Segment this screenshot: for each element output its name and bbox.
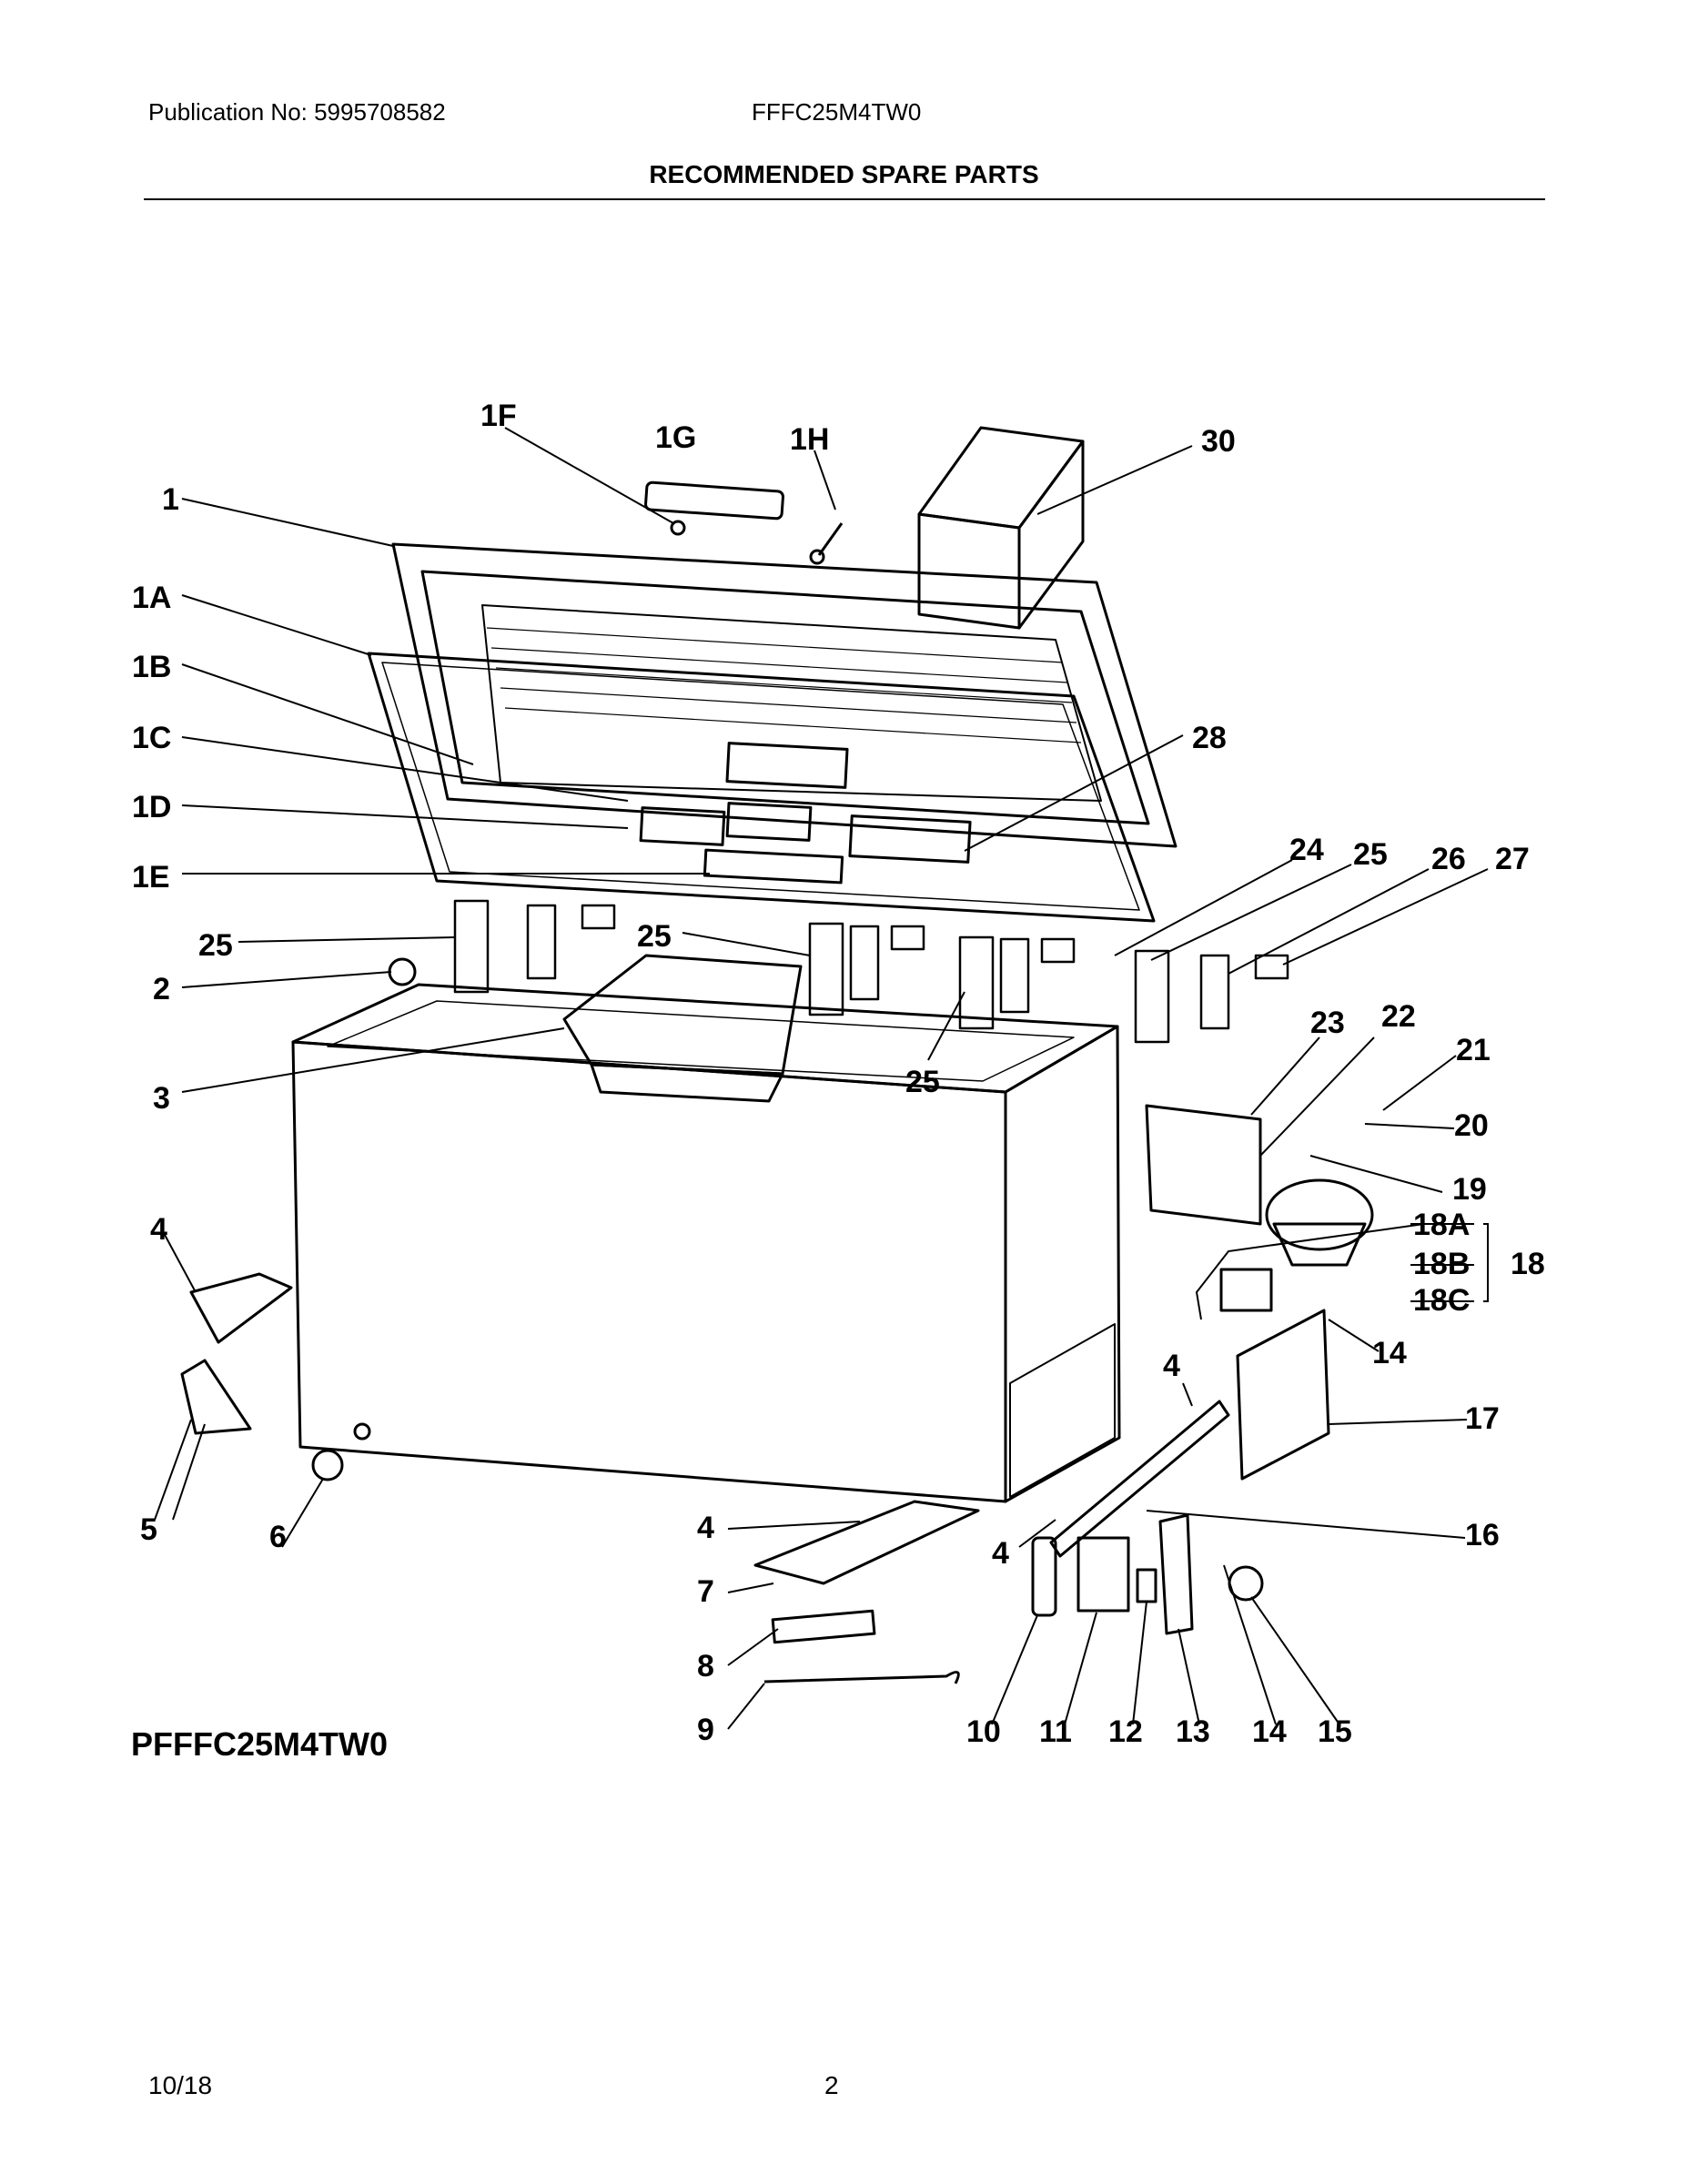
callout-18a: 18A	[1413, 1208, 1470, 1242]
callout-6: 6	[269, 1520, 287, 1554]
compressor	[1265, 1178, 1374, 1251]
callout-19: 19	[1452, 1172, 1487, 1207]
callout-1h: 1H	[790, 422, 829, 457]
callout-18b: 18B	[1413, 1247, 1470, 1281]
part-7-plate	[753, 1500, 980, 1585]
callout-10: 10	[966, 1714, 1001, 1749]
part-30-box	[917, 426, 1085, 630]
callout-1e: 1E	[132, 860, 170, 895]
callout-15: 15	[1318, 1714, 1352, 1749]
callout-14-right: 14	[1372, 1336, 1407, 1370]
freezer-cabinet	[291, 983, 1121, 1503]
title-divider	[144, 198, 1545, 200]
part-12	[1136, 1568, 1157, 1603]
callout-14-bottom: 14	[1252, 1714, 1287, 1749]
callout-18: 18	[1511, 1247, 1545, 1281]
lid-assembly	[367, 542, 1178, 923]
callout-9: 9	[697, 1713, 714, 1747]
basket-part	[562, 954, 803, 1103]
part-13-plate	[1158, 1513, 1194, 1635]
diagram-model-label: PFFFC25M4TW0	[131, 1725, 389, 1763]
callout-2: 2	[153, 972, 170, 1006]
callout-24: 24	[1289, 833, 1324, 867]
callout-1d: 1D	[132, 790, 171, 824]
callout-25-left: 25	[198, 928, 233, 963]
callout-13: 13	[1176, 1714, 1210, 1749]
callout-17: 17	[1465, 1401, 1500, 1436]
callout-1f: 1F	[480, 399, 517, 433]
callout-1g: 1G	[655, 420, 696, 455]
callout-5: 5	[140, 1512, 157, 1547]
part-8	[771, 1609, 876, 1644]
page-title: RECOMMENDED SPARE PARTS	[649, 160, 1039, 188]
callout-4-left: 4	[150, 1212, 167, 1247]
callout-11: 11	[1039, 1714, 1072, 1749]
callout-22: 22	[1381, 999, 1416, 1034]
callout-25-mid: 25	[637, 919, 672, 954]
footer-date: 10/18	[148, 2071, 213, 2099]
control-box	[1145, 1104, 1262, 1226]
callout-1b: 1B	[132, 650, 171, 684]
callout-26: 26	[1431, 842, 1466, 876]
callout-25-lower: 25	[905, 1065, 940, 1099]
part-4-bracket	[189, 1272, 293, 1344]
callout-7: 7	[697, 1574, 714, 1609]
callout-20: 20	[1454, 1108, 1489, 1143]
callout-16: 16	[1465, 1518, 1500, 1552]
footer-page-number: 2	[824, 2071, 839, 2099]
part-2-plug	[388, 957, 417, 986]
part-6-foot	[311, 1449, 344, 1481]
callout-12: 12	[1108, 1714, 1143, 1749]
callout-1a: 1A	[132, 581, 171, 615]
callout-4-right: 4	[1163, 1349, 1180, 1383]
callout-8: 8	[697, 1649, 714, 1684]
callout-3: 3	[153, 1081, 170, 1116]
callout-23: 23	[1310, 1006, 1345, 1040]
publication-number: Publication No: 5995708582	[148, 98, 446, 126]
part-16-rail	[1049, 1400, 1230, 1558]
callout-28: 28	[1192, 721, 1227, 755]
callout-4-lower: 4	[992, 1536, 1009, 1571]
callout-27: 27	[1495, 842, 1530, 876]
relay-part	[1219, 1268, 1273, 1312]
callout-25-top: 25	[1353, 837, 1388, 872]
part-5-bracket	[180, 1359, 252, 1435]
callout-21: 21	[1456, 1033, 1491, 1067]
callout-1c: 1C	[132, 721, 171, 755]
lid-handle-part	[644, 480, 784, 521]
part-11-motor	[1076, 1536, 1130, 1613]
hinge-row	[453, 899, 1289, 1044]
callout-30: 30	[1201, 424, 1236, 459]
callout-4-bottom: 4	[697, 1511, 714, 1545]
callout-1: 1	[162, 482, 179, 517]
condenser-cover	[1236, 1309, 1330, 1481]
callout-18c: 18C	[1413, 1283, 1470, 1318]
part-9-cord	[763, 1671, 960, 1684]
model-code: FFFC25M4TW0	[752, 98, 922, 126]
part-10	[1031, 1536, 1057, 1617]
